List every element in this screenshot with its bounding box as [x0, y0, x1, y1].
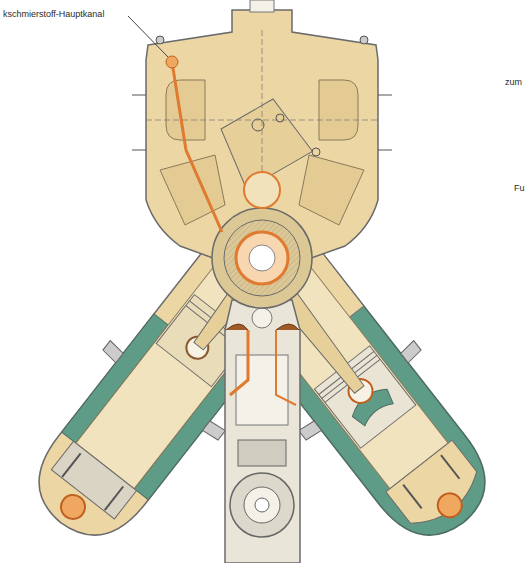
part-label: zum — [504, 78, 523, 88]
right-cylinder-bank-part — [403, 485, 421, 509]
left-cylinder-bank-part — [102, 341, 125, 363]
right-cylinder-bank-part — [386, 440, 486, 535]
main-bearing-part — [224, 220, 300, 296]
crankcase-part — [312, 148, 320, 156]
crankcase-part — [378, 150, 392, 151]
main-bearing-part — [236, 232, 288, 284]
crankcase-part — [378, 95, 392, 96]
accessory-drive — [225, 300, 300, 563]
oil-channel-part — [172, 62, 222, 232]
oil-channel-part — [166, 56, 178, 68]
crankcase-part — [166, 80, 205, 140]
accessory-drive-part — [244, 487, 280, 523]
crankcase-part — [276, 114, 284, 122]
main-bearing-part — [244, 172, 280, 208]
accessory-drive-part — [230, 330, 248, 395]
left-cylinder-bank — [3, 220, 319, 563]
accessory-drive-part — [225, 300, 300, 563]
accessory-drive-part — [252, 308, 272, 328]
main-bearing-part — [212, 208, 312, 308]
crankcase-part — [319, 80, 358, 140]
crankcase-part — [132, 95, 146, 96]
crankcase-part — [156, 36, 164, 44]
leader-line — [128, 16, 168, 57]
accessory-drive-part — [276, 330, 296, 405]
left-cylinder-bank-part — [62, 453, 80, 477]
right-cylinder-bank-part — [441, 455, 459, 479]
crankcase-part — [360, 36, 368, 44]
crankcase — [132, 0, 392, 296]
part-label: Fu — [513, 184, 526, 194]
left-cylinder-bank-part — [56, 490, 90, 524]
accessory-drive-part — [226, 324, 248, 330]
main-bearing — [212, 172, 312, 308]
oil-channel — [128, 16, 222, 232]
right-cylinder-bank — [204, 220, 520, 563]
accessory-drive-part — [276, 324, 299, 330]
accessory-drive-part — [238, 440, 286, 466]
crankcase-part — [299, 155, 364, 225]
part-label: kschmierstoff-Hauptkanal — [2, 10, 105, 20]
crankcase-part — [132, 150, 146, 151]
main-bearing-part — [249, 245, 275, 271]
accessory-drive-part — [255, 498, 269, 512]
right-cylinder-bank-part — [299, 419, 322, 441]
accessory-drive-part — [236, 355, 288, 425]
crankcase-part — [146, 10, 378, 296]
right-cylinder-bank-part — [433, 488, 467, 522]
accessory-drive-part — [230, 473, 294, 537]
crankcase-part — [250, 0, 274, 12]
right-cylinder-bank-part — [400, 341, 423, 363]
left-cylinder-bank-part — [203, 419, 226, 441]
left-cylinder-bank-part — [105, 487, 123, 511]
